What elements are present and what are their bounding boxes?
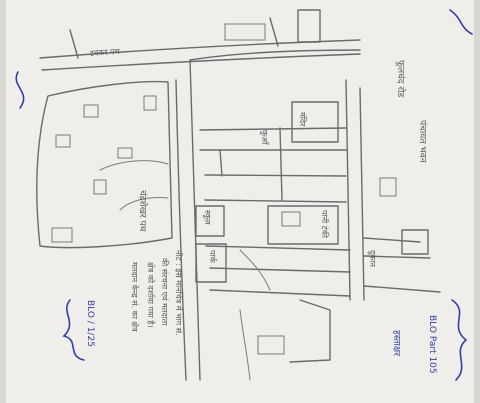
paper-edge-left xyxy=(0,0,6,403)
block-mid-right xyxy=(267,205,339,245)
left-block xyxy=(36,80,173,249)
right-signature-text: BLO Part 105 xyxy=(427,315,437,374)
park-outline xyxy=(195,243,227,283)
inner-blocks xyxy=(195,101,351,297)
note-line-3: क्षेत्र को दर्शाया गया है। xyxy=(146,262,156,328)
top-signboard xyxy=(224,23,266,41)
road-labels: फूलचंद रोड टक्कर पथ चंद्रशेखर पथ xyxy=(90,47,407,232)
note-line-1: नोट : इस मानचित्र में भाग सं. xyxy=(174,250,184,336)
right-structures xyxy=(239,177,441,381)
shop-label: दुकान xyxy=(367,250,377,267)
panchayat-label: पंचायत भवन xyxy=(417,120,428,164)
house-1 xyxy=(83,104,99,118)
building-mid xyxy=(281,211,301,227)
house-5 xyxy=(93,179,107,195)
park-label: पार्क xyxy=(208,250,218,264)
right-building-1 xyxy=(401,229,429,255)
main-roads xyxy=(175,49,365,381)
house-4 xyxy=(117,147,133,159)
well-label: कुआँ xyxy=(259,130,270,145)
top-building xyxy=(297,9,321,43)
school-building xyxy=(195,205,225,237)
paper-edge-right xyxy=(474,0,480,403)
lower-building xyxy=(257,335,285,355)
house-6 xyxy=(51,227,73,243)
house-2 xyxy=(143,95,157,111)
left-signature-text: BLO / 1/25 xyxy=(85,300,95,347)
top-road xyxy=(39,9,361,71)
east-road-label: फूलचंद रोड xyxy=(395,60,407,97)
middle-street-label: चंद्रशेखर पथ xyxy=(137,190,149,232)
right-signature-text-2: हस्ताक्षर xyxy=(391,330,401,356)
tank-label: पानी टंकी xyxy=(320,210,330,239)
house-3 xyxy=(55,134,71,148)
signatures: BLO / 1/25 BLO Part 105 हस्ताक्षर xyxy=(15,9,473,381)
right-building-2 xyxy=(379,177,397,197)
landmark-labels: पार्क मंदिर स्कूल कुआँ पानी टंकी दुकान प… xyxy=(202,112,428,267)
school-label: स्कूल xyxy=(202,210,212,225)
north-road-label: टक्कर पथ xyxy=(90,47,121,58)
note-line-2: की संरचना एवं मतदाता xyxy=(160,258,170,326)
notes-block: नोट : इस मानचित्र में भाग सं. की संरचना … xyxy=(130,250,184,336)
temple-label: मंदिर xyxy=(298,112,308,127)
note-line-4: मतदान केन्द्र सं. का क्षेत्र xyxy=(130,262,140,332)
block-top-right xyxy=(291,101,339,143)
